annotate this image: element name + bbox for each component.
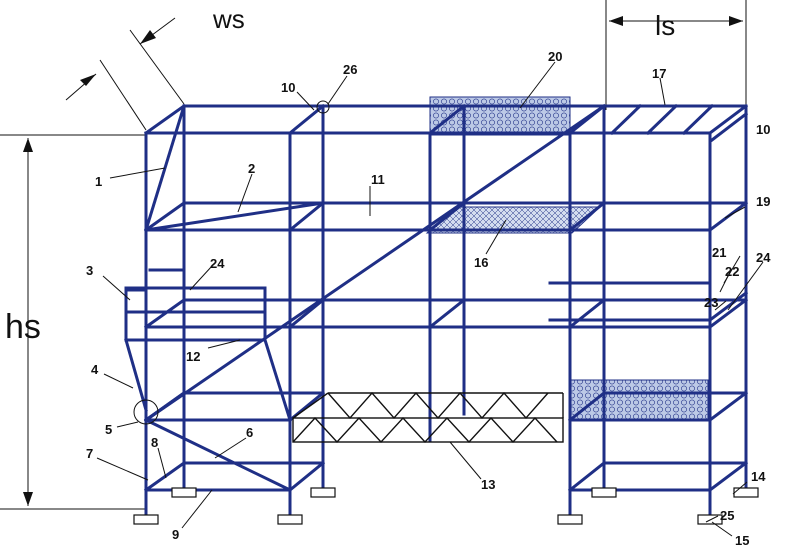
dimension-ls: ls xyxy=(655,10,675,41)
callout-6: 6 xyxy=(246,425,253,440)
callout-21: 21 xyxy=(712,245,726,260)
dimension-ws: ws xyxy=(212,4,245,34)
callout-3: 3 xyxy=(86,263,93,278)
deck-lower-right xyxy=(569,379,709,421)
callout-19: 19 xyxy=(756,194,770,209)
callout-leaders xyxy=(96,61,764,537)
callout-4: 4 xyxy=(91,362,99,377)
callout-11: 11 xyxy=(371,172,385,187)
dimension-hs: hs xyxy=(5,308,41,346)
callout-2: 2 xyxy=(248,161,255,176)
callout-10-left: 10 xyxy=(281,80,295,95)
callout-24-left: 24 xyxy=(210,256,225,271)
callout-25: 25 xyxy=(720,508,734,523)
callout-17: 17 xyxy=(652,66,666,81)
callout-26: 26 xyxy=(343,62,357,77)
truss-beam xyxy=(292,391,564,444)
callout-23: 23 xyxy=(704,295,718,310)
callout-24-right: 24 xyxy=(756,250,771,265)
callout-13: 13 xyxy=(481,477,495,492)
callout-15: 15 xyxy=(735,533,749,548)
dimension-arrowheads xyxy=(23,16,743,506)
scaffold-frame xyxy=(124,103,749,519)
callout-12: 12 xyxy=(186,349,200,364)
callout-5: 5 xyxy=(105,422,112,437)
coupler-26 xyxy=(316,100,330,114)
callout-14: 14 xyxy=(751,469,766,484)
base-plates xyxy=(133,487,759,525)
callout-1: 1 xyxy=(95,174,102,189)
callout-7: 7 xyxy=(86,446,93,461)
callout-20: 20 xyxy=(548,49,562,64)
callout-9: 9 xyxy=(172,527,179,542)
callout-16: 16 xyxy=(474,255,488,270)
dimension-lines xyxy=(0,0,747,510)
callout-8: 8 xyxy=(151,435,158,450)
callout-10-right: 10 xyxy=(756,122,770,137)
base-jack-5 xyxy=(133,399,159,425)
callout-22: 22 xyxy=(725,264,739,279)
